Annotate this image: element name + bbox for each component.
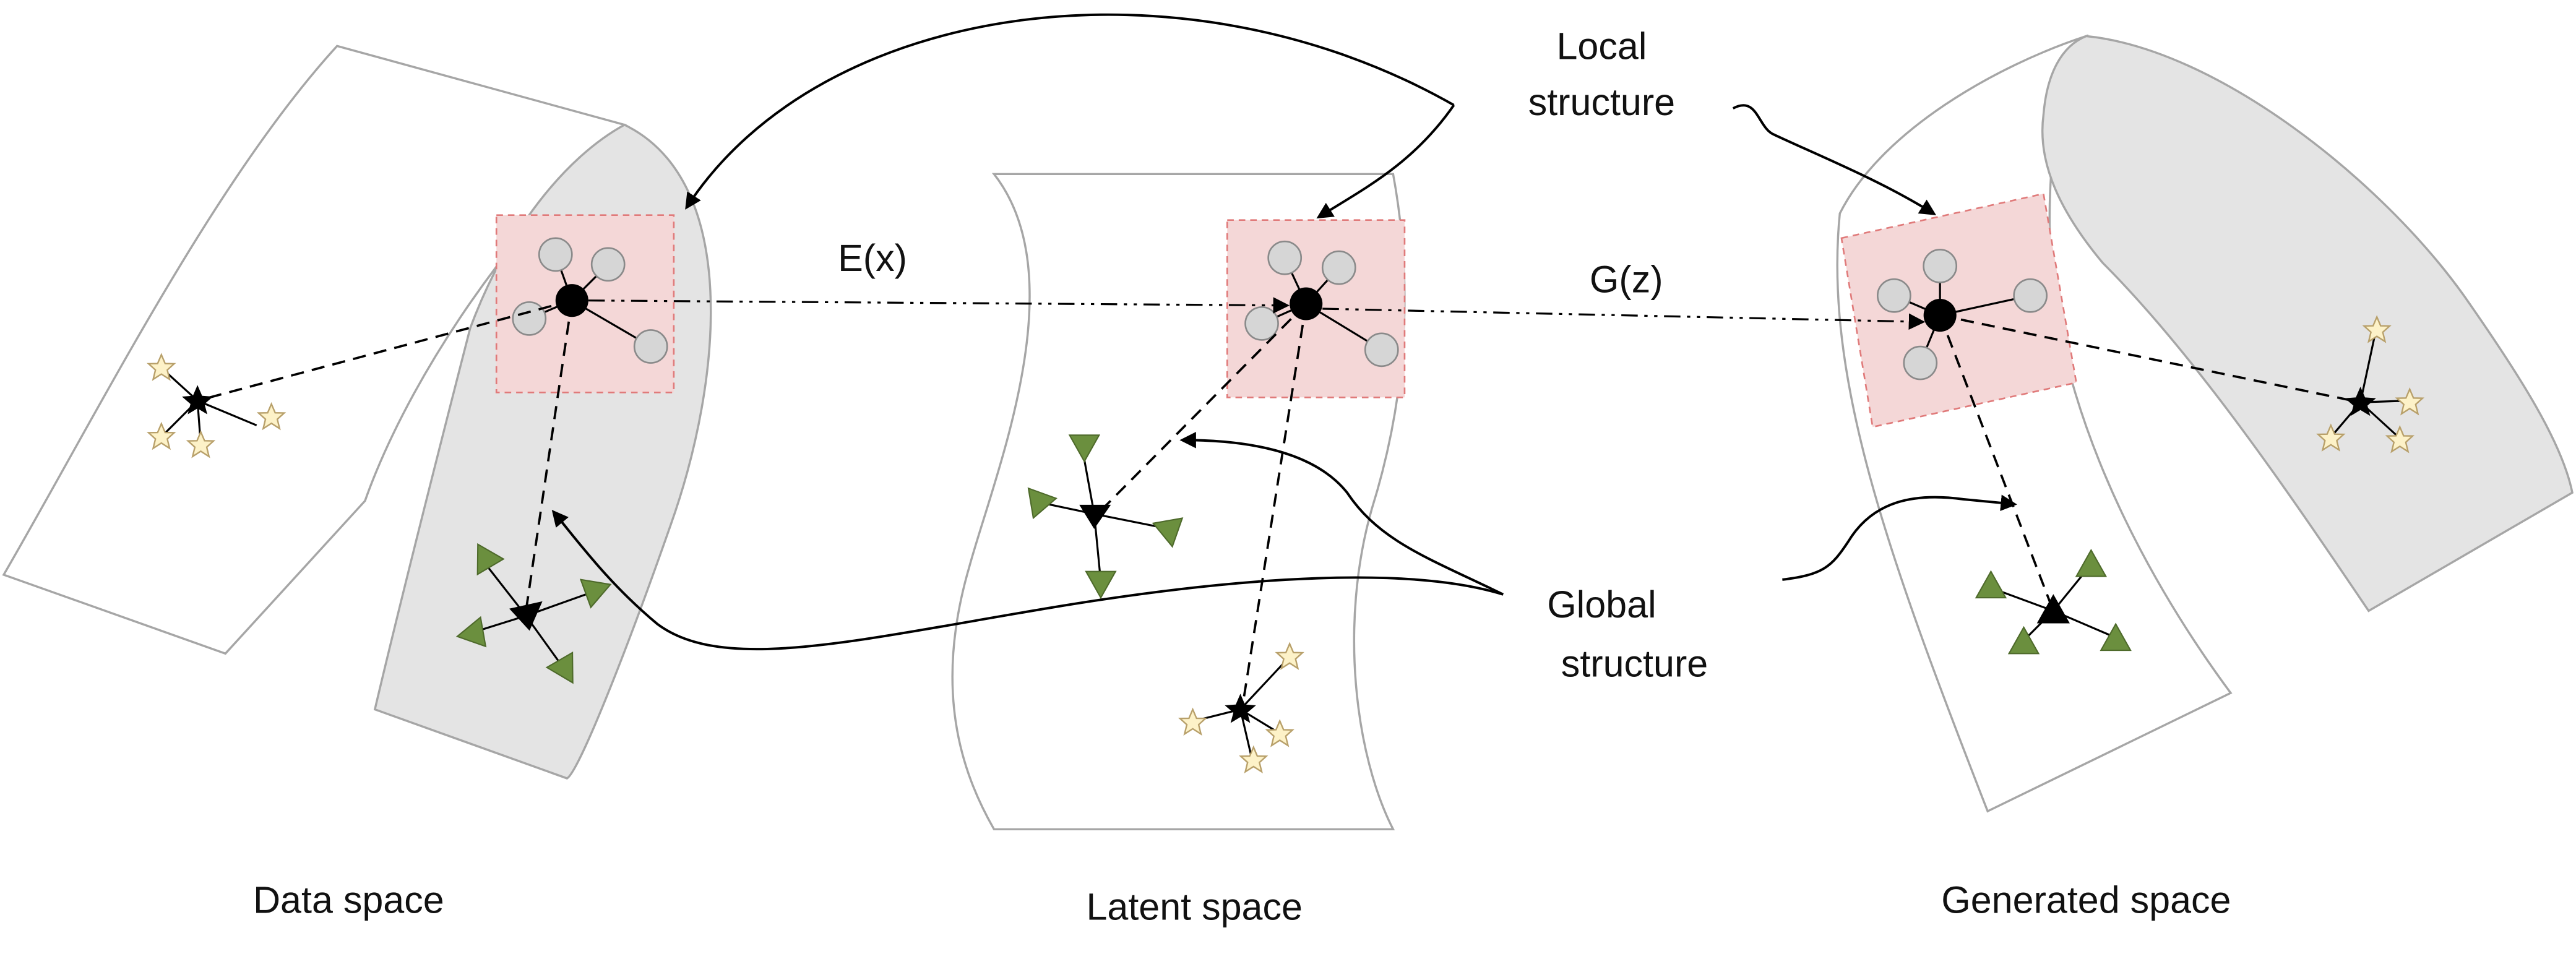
latent-global-link-triangle bbox=[1096, 303, 1307, 515]
data-space-caption: Data space bbox=[253, 879, 444, 921]
latent-space-panel bbox=[951, 173, 1406, 831]
local-callout-to-data bbox=[685, 13, 1455, 210]
local-callout-to-latent bbox=[1316, 104, 1455, 219]
data-global-link-star bbox=[197, 299, 572, 402]
local-structure-line2: structure bbox=[1528, 81, 1675, 123]
neighbor-circle-icon bbox=[633, 329, 668, 364]
global-callout-to-data bbox=[551, 510, 1504, 651]
data-star-cluster bbox=[147, 353, 285, 458]
encoder-arrow bbox=[588, 297, 1290, 314]
star-anchor-icon bbox=[1225, 694, 1256, 723]
global-callout-to-generated bbox=[1782, 494, 2017, 581]
data-global-link-triangle bbox=[525, 300, 574, 611]
triangle-anchor-icon bbox=[509, 601, 543, 631]
data-triangle-cluster bbox=[454, 543, 617, 692]
latent-space-caption: Latent space bbox=[1086, 885, 1303, 927]
neighbor-circle-icon bbox=[1923, 249, 1958, 283]
neighbor-circle-icon bbox=[1876, 278, 1911, 313]
triangle-anchor-icon bbox=[2036, 594, 2070, 624]
neighbor-circle-icon bbox=[1903, 345, 1938, 381]
anchor-node-icon bbox=[1290, 287, 1323, 320]
local-structure-line1: Local bbox=[1556, 25, 1647, 67]
neighbor-circle-icon bbox=[2013, 278, 2048, 313]
data-space-panel bbox=[2, 45, 712, 780]
latent-triangle-cluster bbox=[1018, 434, 1188, 599]
generator-label: G(z) bbox=[1590, 258, 1663, 300]
global-structure-line2: structure bbox=[1561, 642, 1708, 684]
generator-arrow bbox=[1322, 307, 1926, 330]
generated-star-cluster bbox=[2317, 316, 2424, 453]
local-structure-label: Local structure bbox=[1528, 25, 1675, 123]
local-callout-to-generated bbox=[1732, 104, 1937, 215]
star-anchor-icon bbox=[2345, 386, 2376, 416]
neighbor-circle-icon bbox=[538, 237, 573, 272]
generated-triangle-cluster bbox=[1975, 549, 2132, 655]
generated-space-caption: Generated space bbox=[1941, 879, 2231, 921]
global-callout-to-latent bbox=[1179, 432, 1504, 596]
data-manifold-outline bbox=[2, 45, 627, 655]
neighbor-circle-icon bbox=[512, 301, 547, 336]
generated-local-cluster bbox=[1876, 249, 2048, 381]
triangle-anchor-icon bbox=[1079, 504, 1111, 529]
latent-star-cluster bbox=[1179, 642, 1304, 773]
generated-global-link-triangle bbox=[1939, 314, 2055, 611]
star-anchor-icon bbox=[181, 385, 213, 415]
global-structure-label: Global structure bbox=[1547, 583, 1708, 685]
generated-global-link-star bbox=[1939, 314, 2361, 404]
global-structure-line1: Global bbox=[1547, 583, 1656, 626]
latent-global-link-star bbox=[1241, 303, 1307, 710]
neighbor-circle-icon bbox=[1267, 240, 1303, 275]
encoder-label: E(x) bbox=[838, 237, 907, 279]
neighbor-circle-icon bbox=[1321, 250, 1356, 285]
neighbor-circle-icon bbox=[1364, 332, 1399, 368]
generated-manifold-band bbox=[2041, 35, 2574, 613]
generated-space-panel bbox=[1836, 34, 2574, 813]
neighbor-circle-icon bbox=[1244, 306, 1279, 341]
neighbor-circle-icon bbox=[590, 247, 626, 282]
